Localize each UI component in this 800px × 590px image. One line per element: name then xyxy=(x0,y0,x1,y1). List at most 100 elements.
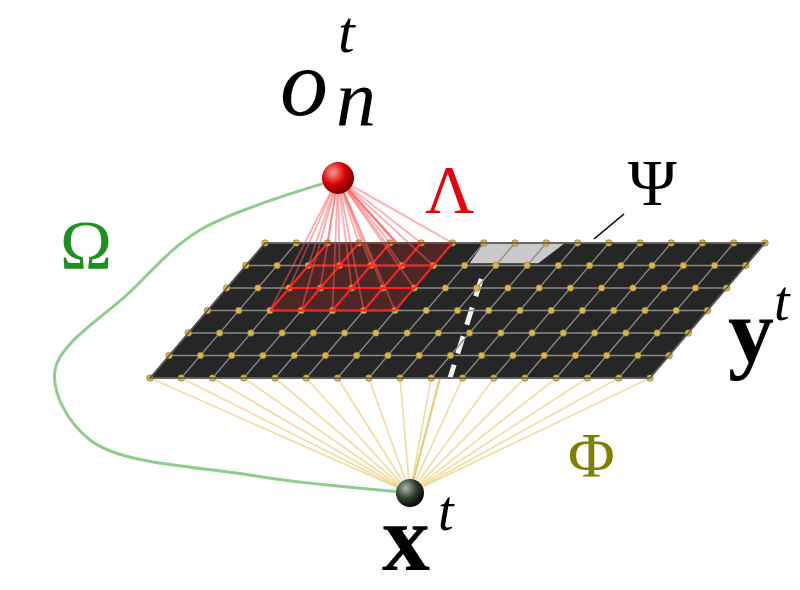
grid-node xyxy=(473,285,480,292)
observation-link xyxy=(349,190,397,243)
projection-ray xyxy=(275,378,399,484)
projection-link xyxy=(414,378,440,479)
projection-ray xyxy=(421,378,556,484)
grid-node xyxy=(485,307,492,314)
symbol: y xyxy=(728,285,774,377)
edge-label-holder: Λ xyxy=(425,155,474,223)
lane-dash xyxy=(450,279,481,378)
node-outline xyxy=(150,243,765,378)
grid-node xyxy=(555,262,562,269)
text-holder: y xyxy=(728,285,774,377)
edge-label: Λ xyxy=(425,155,474,223)
grid-node xyxy=(404,330,411,337)
observation-ray xyxy=(344,193,395,311)
grid-node xyxy=(454,307,461,314)
grid-node xyxy=(478,352,485,359)
grid-node xyxy=(274,262,281,269)
projection-ray xyxy=(423,378,650,487)
image-plane-picture xyxy=(147,240,769,382)
grid-node xyxy=(635,352,642,359)
grid-node xyxy=(673,307,680,314)
label-holder: Ψ xyxy=(628,150,677,216)
grid-node xyxy=(435,330,442,337)
projection-ray xyxy=(150,378,397,487)
grid-node xyxy=(579,307,586,314)
edge-label: Φ xyxy=(568,424,615,488)
grid-node xyxy=(228,352,235,359)
grid-node xyxy=(642,307,649,314)
grid-node xyxy=(536,285,543,292)
grid-node xyxy=(680,262,687,269)
subscript: n xyxy=(336,58,376,138)
superscript: t xyxy=(774,273,790,329)
symbol: x xyxy=(382,490,430,586)
grid-node xyxy=(649,262,656,269)
grid-node xyxy=(235,307,242,314)
grid-node xyxy=(560,330,567,337)
grid-node xyxy=(197,352,204,359)
grid-node xyxy=(310,330,317,337)
object-node: otn xyxy=(322,162,354,194)
grid-node xyxy=(416,352,423,359)
grid-node xyxy=(517,307,524,314)
edge-label: Ω xyxy=(60,211,112,281)
superscript: t xyxy=(338,2,355,62)
projection-ray xyxy=(306,378,400,483)
grid-node xyxy=(572,352,579,359)
text-holder: t xyxy=(338,2,355,62)
patch-grid xyxy=(395,243,453,311)
relation-curve xyxy=(55,184,397,492)
grid-node xyxy=(591,330,598,337)
node-dot xyxy=(322,162,354,194)
grid-node xyxy=(260,352,267,359)
grid-node xyxy=(341,330,348,337)
image-plane: yt xyxy=(150,243,765,378)
plane-border xyxy=(150,243,765,378)
grid-node xyxy=(524,262,531,269)
grid-node xyxy=(423,307,430,314)
grid-node xyxy=(498,330,505,337)
operator-label: Ψ xyxy=(628,150,677,216)
grid-node xyxy=(610,307,617,314)
observation-ray xyxy=(289,193,331,288)
grid-node xyxy=(510,352,517,359)
grid-node xyxy=(385,352,392,359)
grid-node xyxy=(373,330,380,337)
grid-node xyxy=(442,285,449,292)
grid-node xyxy=(541,352,548,359)
grid-node xyxy=(255,285,262,292)
observation-ray xyxy=(347,191,414,288)
leader-line xyxy=(594,214,624,239)
edge-label-holder: Ω xyxy=(60,211,112,281)
grid-node xyxy=(598,285,605,292)
projection-ray xyxy=(418,378,494,482)
grid-node xyxy=(603,352,610,359)
plane-ground xyxy=(150,243,765,378)
grid-node xyxy=(279,330,286,337)
text-holder: x xyxy=(382,490,430,586)
grid-node xyxy=(623,330,630,337)
grid-node xyxy=(291,352,298,359)
projection-ray xyxy=(338,378,403,481)
projection-ray xyxy=(213,378,398,486)
grid-node xyxy=(630,285,637,292)
grid-node xyxy=(654,330,661,337)
grid-node xyxy=(586,262,593,269)
projection-ray xyxy=(400,378,409,479)
grid-node xyxy=(447,352,454,359)
grid-node xyxy=(661,285,668,292)
grid-node xyxy=(216,330,223,337)
grid-node xyxy=(322,352,329,359)
text-holder: n xyxy=(336,58,376,138)
projection-ray xyxy=(369,378,406,480)
state-node: xt xyxy=(396,479,424,507)
projection-ray xyxy=(413,378,432,479)
grid-node xyxy=(692,285,699,292)
grid-node xyxy=(353,352,360,359)
grid-node xyxy=(548,307,555,314)
text-holder: o xyxy=(280,35,328,131)
symbol: o xyxy=(280,35,328,131)
superscript: t xyxy=(438,483,454,539)
grid-node xyxy=(461,262,468,269)
text-holder: t xyxy=(438,483,454,539)
